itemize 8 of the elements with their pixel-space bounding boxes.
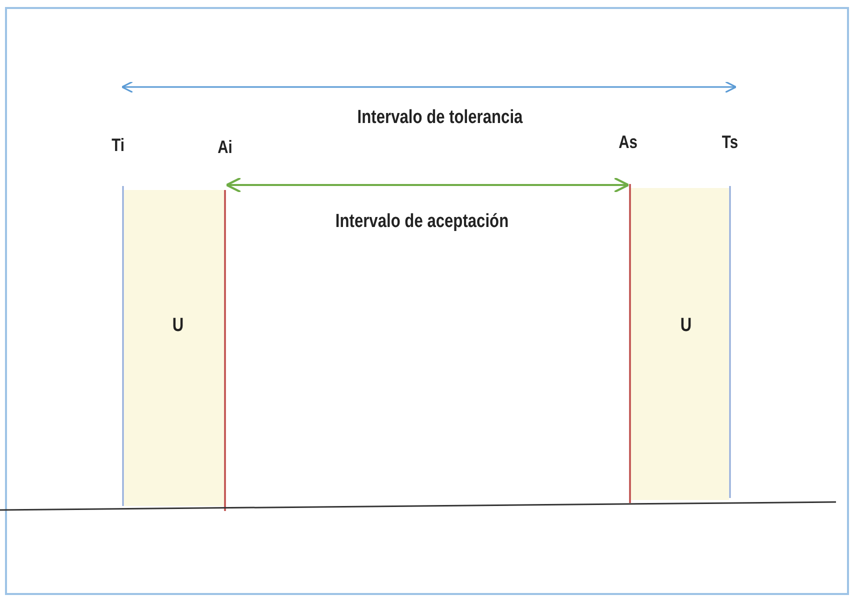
interval-label: Intervalo de aceptación — [335, 212, 509, 231]
limit-label: Ts — [722, 133, 738, 151]
uncertainty-label: U — [172, 316, 184, 335]
limit-label: Ti — [112, 136, 124, 154]
limit-label: As — [618, 133, 638, 151]
interval-label: Intervalo de tolerancia — [357, 108, 523, 127]
limit-label: Ai — [218, 138, 232, 156]
uncertainty-label: U — [680, 316, 692, 335]
